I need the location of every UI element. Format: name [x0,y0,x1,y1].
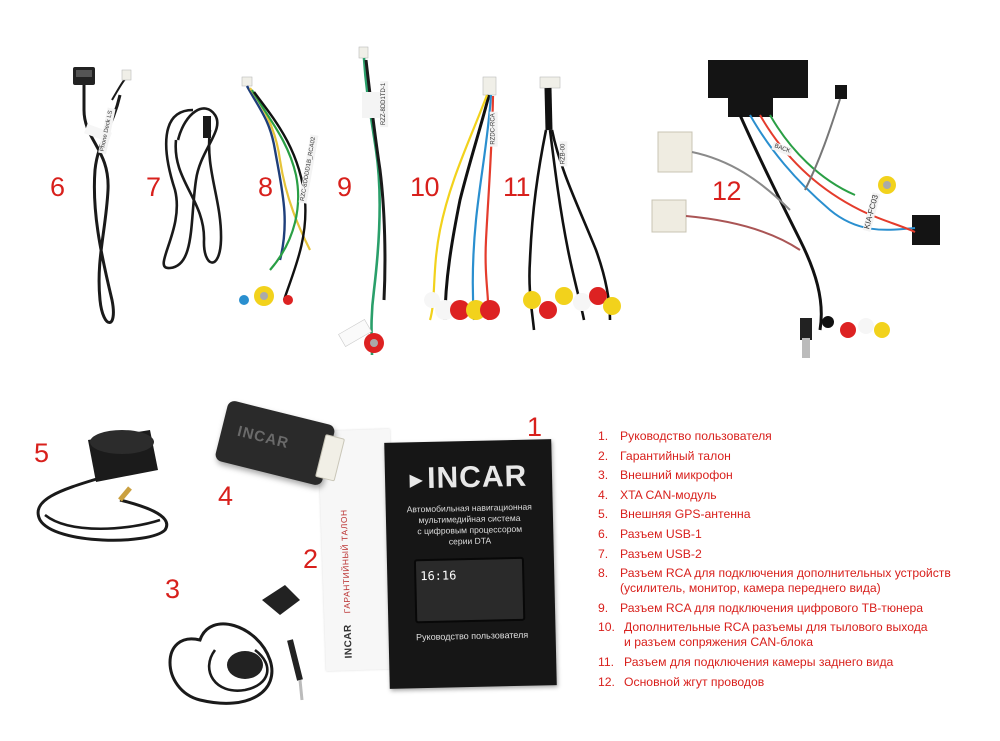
external-microphone [168,585,304,705]
manual-brand: ▶INCAR [385,459,553,497]
manual-description: Автомобильная навигационная мультимедийн… [406,501,532,547]
legend-text: Руководство пользователя [620,429,772,443]
usb1-cable [73,67,132,324]
usb2-cable [162,107,223,270]
legend-item: 11. Разъем для подключения камеры заднего… [598,655,998,670]
legend-text: XTA CAN-модуль [620,487,717,502]
callout-11: 11 [503,172,531,202]
callout-12: 12 [712,176,742,206]
legend-number: 12. [598,674,615,689]
legend-number: 11. [598,654,615,669]
legend-item: 4. XTA CAN-модуль [598,488,998,503]
legend-item: 12. Основной жгут проводов [598,675,998,690]
legend-item: 6. Разъем USB-1 [598,527,998,542]
warranty-title: ГАРАНТИЙНЫЙ ТАЛОН [338,509,353,614]
legend-item: 8. Разъем RCA для подключения дополнитель… [598,566,998,596]
components-legend: 1. Руководство пользователя 2. Гарантийный… [598,429,998,694]
callout-2: 2 [303,544,318,574]
legend-item: 9. Разъем RCA для подключения цифрового Т… [598,601,998,616]
legend-number: 1. [598,429,609,443]
callout-5: 5 [34,438,49,468]
gps-antenna [36,430,169,542]
legend-item: 10. Дополнительные RCA разъемы для тылово… [598,620,998,650]
main-harness [651,60,940,358]
rear-rca-tag: RZDC-RCA [489,111,498,147]
rca-aux-cable [239,76,311,306]
rear-camera-cable [523,76,621,331]
warranty-brand: INCAR [342,624,355,659]
legend-text: Внешняя GPS-антенна [620,507,751,522]
callout-1: 1 [527,412,542,442]
user-manual: ▶INCAR Автомобильная навигационная мульт… [384,439,557,689]
callout-10: 10 [410,172,440,202]
legend-text: Разъем USB-2 [620,546,702,561]
callout-7: 7 [146,172,161,202]
legend-number: 8. [598,566,609,581]
rear-rca-cable [424,76,500,321]
legend-number: 3. [598,468,609,483]
legend-item: 5. Внешняя GPS-антенна [598,507,998,522]
legend-number: 9. [598,600,609,615]
callout-4: 4 [218,481,233,511]
manual-title: Руководство пользователя [415,629,529,643]
legend-text: Разъем RCA для подключения цифрового ТВ-… [620,600,924,615]
screen-clock: 16:16 [420,568,457,584]
legend-number: 2. [598,448,609,463]
legend-text: Основной жгут проводов [624,674,765,689]
manual-brand-text: INCAR [426,459,528,495]
legend-text: Внешний микрофон [620,468,733,483]
legend-text: Разъем RCA для подключения дополнительны… [620,566,951,596]
legend-text: Разъем USB-1 [620,526,702,541]
callout-6: 6 [50,172,65,202]
manual-screen-image: 16:16 [413,556,526,624]
legend-text: Гарантийный талон [620,448,731,463]
tv-tuner-cable [338,46,387,356]
legend-item: 3. Внешний микрофон [598,468,998,483]
legend-number: 7. [598,546,609,561]
legend-item: 2. Гарантийный талон [598,449,998,464]
callout-8: 8 [258,172,273,202]
tv-tuner-tag: RZZ-8DD1TD-1 [380,80,389,128]
legend-item: 1. Руководство пользователя [598,429,998,444]
legend-number: 4. [598,487,609,502]
legend-item: 7. Разъем USB-2 [598,547,998,562]
legend-number: 10. [598,620,615,635]
callout-9: 9 [337,172,352,202]
warranty-vertical-text: INCAR ГАРАНТИЙНЫЙ ТАЛОН [339,509,355,658]
legend-text: Дополнительные RCA разъемы для тылового … [624,620,928,650]
can-module-brand: INCAR [235,422,291,453]
legend-number: 6. [598,526,609,541]
legend-text: Разъем для подключения камеры заднего ви… [624,654,894,669]
legend-number: 5. [598,507,609,522]
rear-camera-tag: RZB-00 [559,141,568,167]
play-icon: ▶ [409,472,424,490]
callout-3: 3 [165,574,180,604]
